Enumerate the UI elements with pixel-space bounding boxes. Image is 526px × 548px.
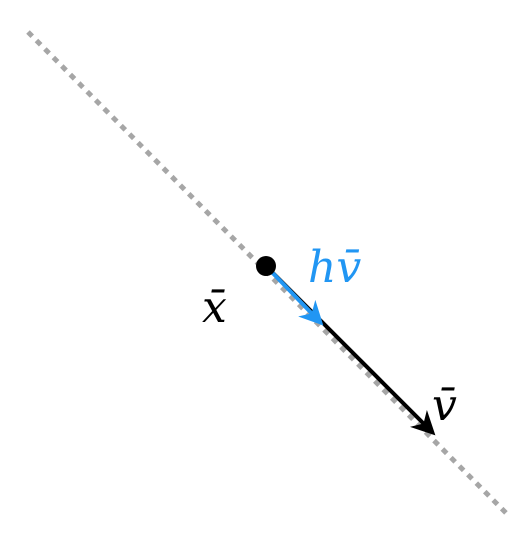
point-marker (256, 256, 276, 276)
step-vector-arrow (264, 264, 324, 326)
point-label: x̄ (202, 282, 227, 333)
direction-label: v̄ (432, 380, 457, 431)
step-label: hv̄ (308, 242, 361, 293)
